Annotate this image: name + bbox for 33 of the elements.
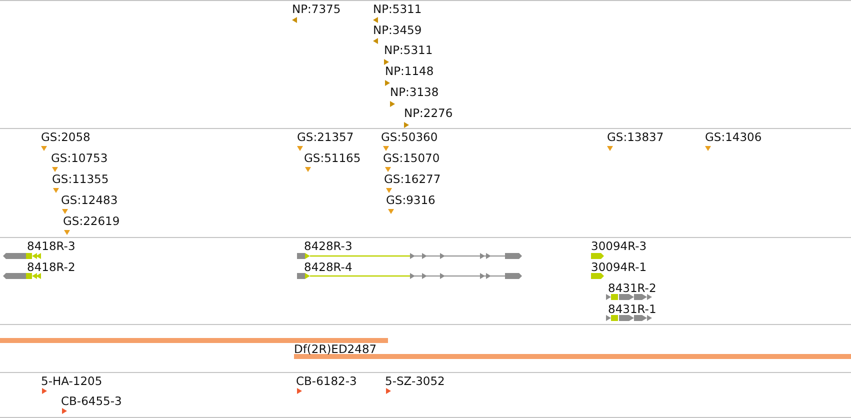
feature-label: GS:12483 bbox=[61, 194, 118, 207]
feature-label: GS:13837 bbox=[607, 131, 664, 144]
feature-label: 8431R-1 bbox=[608, 303, 656, 316]
feature-label: 5-SZ-3052 bbox=[385, 375, 445, 388]
feature-label: NP:5311 bbox=[384, 44, 433, 57]
feature-label: NP:5311 bbox=[373, 3, 422, 16]
feature-label: 8418R-3 bbox=[27, 240, 76, 253]
feature-label: GS:16277 bbox=[384, 173, 441, 186]
feature-label: GS:15070 bbox=[383, 152, 440, 165]
feature-label: 5-HA-1205 bbox=[41, 375, 102, 388]
feature-label: GS:11355 bbox=[52, 173, 109, 186]
feature-label: Df(2R)ED2487 bbox=[294, 343, 377, 356]
feature-label: GS:21357 bbox=[297, 131, 354, 144]
feature-label: NP:3459 bbox=[373, 24, 422, 37]
feature-label: 30094R-1 bbox=[591, 261, 647, 274]
feature-label: 8428R-3 bbox=[304, 240, 352, 253]
feature-label: GS:14306 bbox=[705, 131, 762, 144]
feature-label: GS:2058 bbox=[41, 131, 90, 144]
feature-label: 8418R-2 bbox=[27, 261, 76, 274]
feature-label: CB-6455-3 bbox=[61, 395, 122, 408]
feature-label: GS:10753 bbox=[51, 152, 108, 165]
feature-label: NP:1148 bbox=[385, 65, 434, 78]
feature-label: NP:3138 bbox=[390, 86, 439, 99]
feature-label: 8431R-2 bbox=[608, 282, 656, 295]
feature-label: GS:50360 bbox=[381, 131, 438, 144]
feature-label: CB-6182-3 bbox=[296, 375, 357, 388]
feature-label: NP:7375 bbox=[292, 3, 341, 16]
feature-label: 8428R-4 bbox=[304, 261, 352, 274]
feature-label: 30094R-3 bbox=[591, 240, 647, 253]
feature-label: NP:2276 bbox=[404, 107, 453, 120]
feature-label: GS:9316 bbox=[386, 194, 436, 207]
feature-label: GS:51165 bbox=[304, 152, 361, 165]
feature-label: GS:22619 bbox=[63, 215, 120, 228]
